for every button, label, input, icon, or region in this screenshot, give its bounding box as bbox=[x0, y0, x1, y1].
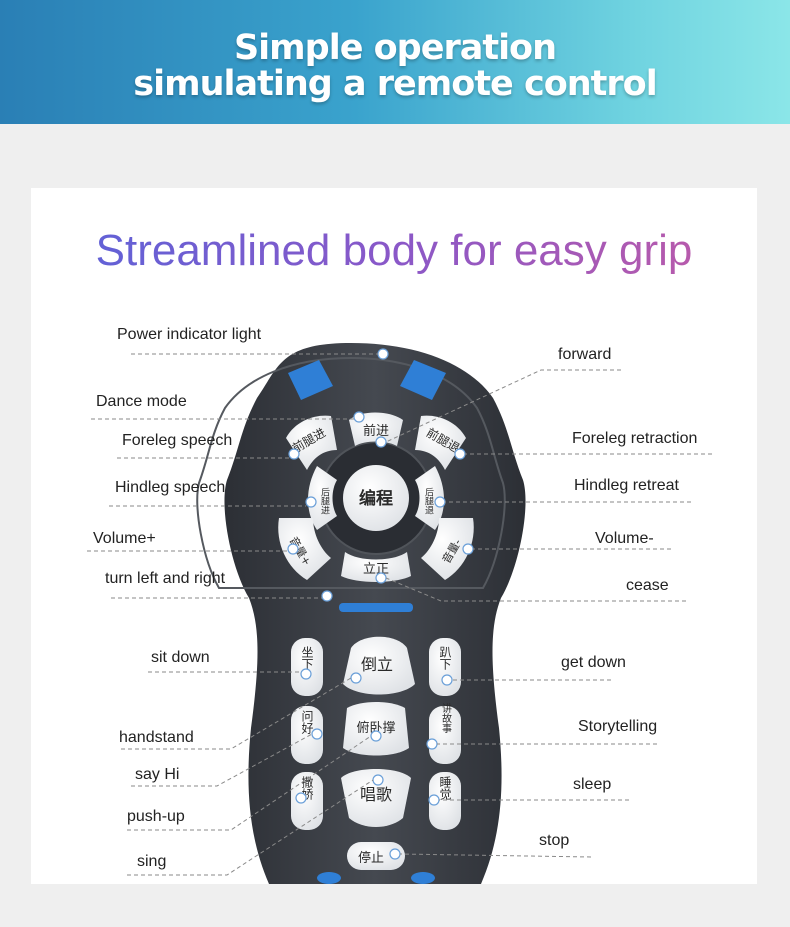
key-pushup bbox=[343, 702, 409, 756]
key-program bbox=[343, 465, 409, 531]
callout-dot-volume-up bbox=[287, 543, 299, 555]
key-sleep bbox=[429, 772, 461, 830]
callout-dot-story bbox=[426, 738, 438, 750]
callout-dot-foreleg-retraction bbox=[454, 448, 466, 460]
label-storytelling: Storytelling bbox=[578, 718, 658, 735]
banner-title-line-1: Simple operation bbox=[233, 28, 557, 68]
callout-dot-sayhi bbox=[311, 728, 323, 740]
key-foreleg-retract bbox=[415, 415, 466, 470]
leader-handstand bbox=[121, 677, 352, 750]
callout-dot-hindleg-speech bbox=[305, 496, 317, 508]
label-volume-up: Volume+ bbox=[93, 530, 156, 547]
key-program-text: 编程 bbox=[359, 488, 393, 509]
label-hindleg-retreat: Hindleg retreat bbox=[574, 477, 679, 494]
header-banner: Simple operation simulating a remote con… bbox=[0, 0, 790, 124]
label-power-indicator: Power indicator light bbox=[117, 326, 262, 343]
headline: Streamlined body for easy grip bbox=[31, 226, 757, 276]
key-hindleg-forward bbox=[308, 466, 337, 530]
key-stop bbox=[347, 842, 405, 870]
key-sit-text: 坐下 bbox=[300, 646, 314, 670]
label-say-hi: say Hi bbox=[135, 766, 180, 783]
label-get-down: get down bbox=[561, 654, 626, 671]
label-turn: turn left and right bbox=[105, 570, 226, 587]
blue-accent-left bbox=[288, 360, 333, 400]
label-hindleg-speech: Hindleg speech bbox=[115, 479, 226, 496]
callout-dot-stand bbox=[375, 572, 387, 584]
key-act-cute bbox=[291, 772, 323, 830]
callout-dot-volume-down bbox=[462, 543, 474, 555]
leader-sayhi bbox=[131, 733, 313, 787]
callout-dot-dance bbox=[353, 411, 365, 423]
key-say-hi bbox=[291, 706, 323, 764]
label-stop: stop bbox=[539, 832, 570, 849]
blue-accent-bottom-right bbox=[411, 872, 435, 884]
key-story bbox=[429, 706, 461, 764]
callout-dot-pushup bbox=[370, 730, 382, 742]
label-sleep: sleep bbox=[573, 776, 612, 793]
label-foreleg-speech: Foreleg speech bbox=[122, 432, 233, 449]
blue-accent-bar bbox=[339, 603, 413, 612]
remote-control-illustration: 前进 编程 前腿进 前腿退 后腿进 后腿退 音量+ 音量- 立正 坐下 倒立 趴… bbox=[87, 343, 712, 884]
key-sleep-text: 睡觉 bbox=[438, 776, 452, 801]
label-sing: sing bbox=[137, 853, 167, 870]
label-handstand: handstand bbox=[119, 729, 194, 746]
label-forward: forward bbox=[558, 346, 612, 363]
leader-forward bbox=[385, 369, 621, 443]
callout-dot-lie bbox=[441, 674, 453, 686]
label-cease: cease bbox=[626, 577, 669, 594]
key-volume-down bbox=[421, 518, 474, 580]
blue-accent-right bbox=[400, 360, 446, 400]
label-sit-down: sit down bbox=[151, 649, 210, 666]
remote-bezel bbox=[196, 356, 506, 589]
callout-dot-forward bbox=[375, 436, 387, 448]
key-sing bbox=[341, 769, 411, 827]
key-stop-text: 停止 bbox=[358, 850, 384, 866]
key-story-text: 讲故事 bbox=[440, 702, 452, 733]
key-forward-text: 前进 bbox=[363, 423, 389, 439]
callout-dot-hindleg-retreat bbox=[434, 496, 446, 508]
callout-dot-stop bbox=[389, 848, 401, 860]
key-pushup-text: 俯卧撑 bbox=[356, 720, 395, 736]
key-sing-text: 唱歌 bbox=[360, 785, 392, 804]
blue-accent-bottom-left bbox=[317, 872, 341, 884]
leader-sing bbox=[127, 779, 374, 876]
key-hindleg-retract-text: 后腿退 bbox=[423, 487, 434, 514]
key-volume-up bbox=[278, 518, 331, 580]
key-stand bbox=[341, 552, 411, 582]
callout-dot-foreleg-speech bbox=[288, 448, 300, 460]
callout-dot-sleep bbox=[428, 794, 440, 806]
key-sit bbox=[291, 638, 323, 696]
leader-cease bbox=[385, 577, 686, 602]
key-hindleg-retract bbox=[415, 466, 444, 530]
callout-dot-sing bbox=[372, 774, 384, 786]
label-dance-mode: Dance mode bbox=[96, 393, 187, 410]
leader-stop bbox=[399, 853, 592, 858]
label-foreleg-retraction: Foreleg retraction bbox=[572, 430, 698, 447]
callout-dot-actcute bbox=[295, 792, 307, 804]
banner-title-line-2: simulating a remote control bbox=[133, 64, 657, 104]
label-push-up: push-up bbox=[127, 808, 185, 825]
product-card: Streamlined body for easy grip bbox=[31, 188, 757, 884]
callout-dot-turn bbox=[321, 590, 333, 602]
callout-dot-power bbox=[377, 348, 389, 360]
key-lie-down bbox=[429, 638, 461, 696]
key-lie-down-text: 趴下 bbox=[438, 646, 452, 670]
label-volume-down: Volume- bbox=[595, 530, 654, 547]
callout-dot-sit bbox=[300, 668, 312, 680]
callout-dot-handstand bbox=[350, 672, 362, 684]
key-say-hi-text: 问好 bbox=[300, 710, 314, 735]
key-hindleg-forward-text: 后腿进 bbox=[319, 487, 330, 514]
key-handstand-text: 倒立 bbox=[361, 655, 393, 674]
